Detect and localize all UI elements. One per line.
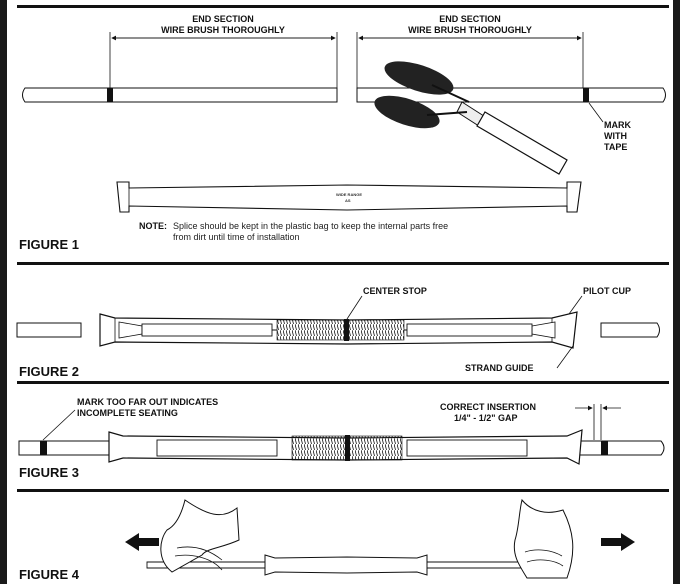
fig2-right-conductor-stub <box>600 322 660 338</box>
diagram-drawing <box>16 5 669 579</box>
rule-fig2-fig3 <box>17 381 669 384</box>
figure-2-caption: FIGURE 2 <box>19 364 79 379</box>
left-conductor <box>22 87 338 103</box>
gap-label: 1/4" - 1/2" GAP <box>454 413 518 423</box>
note-label: NOTE: <box>139 221 167 231</box>
mark-label-line-2: WITH <box>604 131 627 141</box>
left-wire-brush-label: WIRE BRUSH THOROUGHLY <box>161 25 285 35</box>
fig3-mark-leader <box>42 409 76 441</box>
pilot-cup-label: PILOT CUP <box>583 286 632 296</box>
splice-imprint-line-1: WIDE RANGE <box>336 192 362 197</box>
note-line-1: Splice should be kept in the plastic bag… <box>173 221 449 231</box>
mark-label-line-3: TAPE <box>604 142 628 152</box>
strand-guide-leader <box>556 345 574 369</box>
right-end-section-label: END SECTION <box>439 14 501 24</box>
mark-label-line-1: MARK <box>604 120 631 130</box>
wire-brush-tool <box>374 61 568 175</box>
pilot-cup-leader <box>568 295 583 315</box>
mark-too-far-label-2: INCOMPLETE SEATING <box>77 408 178 418</box>
center-stop-label: CENTER STOP <box>363 286 427 296</box>
left-dimension-line <box>109 32 338 90</box>
right-dimension-line <box>356 32 584 90</box>
top-rule <box>17 5 669 8</box>
fig4-conductor <box>146 554 553 576</box>
right-hand-drawing <box>513 498 574 579</box>
note-line-2: from dirt until time of installation <box>173 232 300 242</box>
fig3-splice <box>108 429 583 465</box>
right-pull-arrow <box>601 533 635 551</box>
rule-fig1-fig2 <box>17 262 669 265</box>
left-end-section-label: END SECTION <box>192 14 254 24</box>
fig2-splice <box>99 311 578 349</box>
splice-fig1 <box>116 181 582 213</box>
fig2-left-conductor-stub <box>16 322 82 338</box>
strand-guide-label: STRAND GUIDE <box>465 363 534 373</box>
mark-leader <box>588 102 604 123</box>
figure-4-caption: FIGURE 4 <box>19 567 79 582</box>
mark-too-far-label-1: MARK TOO FAR OUT INDICATES <box>77 397 219 407</box>
rule-fig3-fig4 <box>17 489 669 492</box>
left-hand-drawing <box>160 499 240 573</box>
left-pull-arrow <box>125 533 159 551</box>
splice-imprint-line-2: AS <box>345 198 351 203</box>
correct-insertion-label: CORRECT INSERTION <box>440 402 537 412</box>
instruction-sheet: END SECTION WIRE BRUSH THOROUGHLY END SE… <box>7 0 673 584</box>
figure-3-caption: FIGURE 3 <box>19 465 79 480</box>
figure-1-caption: FIGURE 1 <box>19 237 79 252</box>
center-stop-leader <box>346 295 363 320</box>
gap-dimension <box>575 404 621 440</box>
right-wire-brush-label: WIRE BRUSH THOROUGHLY <box>408 25 532 35</box>
